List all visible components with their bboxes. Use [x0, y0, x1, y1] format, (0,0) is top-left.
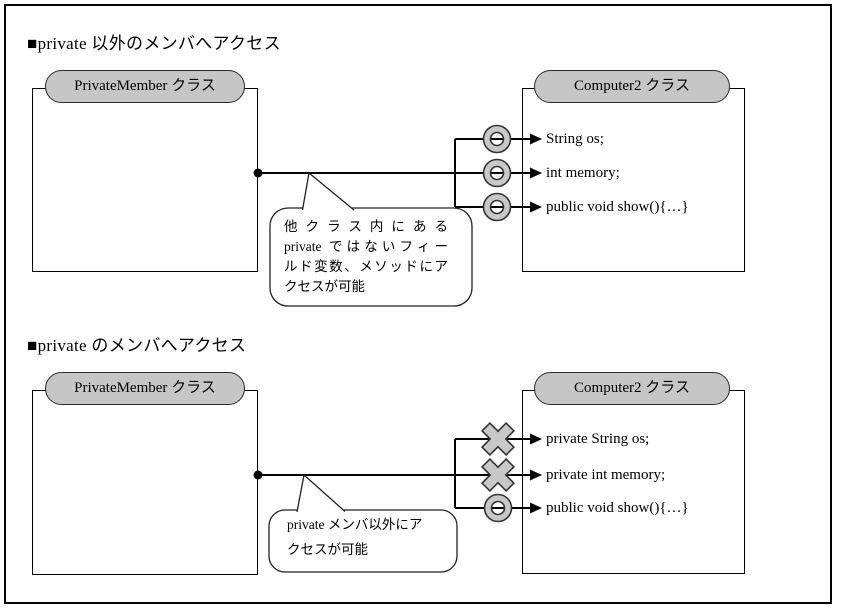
callout-line: ルド変数、メソッドにア	[284, 259, 448, 274]
section1-privatemember-class-box	[32, 88, 258, 272]
section1-member-string-os: String os;	[546, 131, 604, 147]
callout-line: private メンバ以外にア	[287, 517, 423, 532]
page-border	[4, 4, 832, 604]
section2-member-private-int-memory: private int memory;	[546, 467, 666, 483]
section2-privatemember-class-label: PrivateMember クラス	[45, 372, 245, 405]
callout-line: クセスが可能	[287, 542, 368, 557]
section1-member-int-memory: int memory;	[546, 165, 620, 181]
section1-title: ■private 以外のメンバへアクセス	[27, 34, 281, 53]
section1-computer2-class-label: Computer2 クラス	[534, 70, 730, 103]
section2-computer2-class-label: Computer2 クラス	[534, 372, 730, 405]
section2-computer2-class-box	[522, 390, 745, 574]
section1-privatemember-class-label: PrivateMember クラス	[45, 70, 245, 103]
section2-member-public-show: public void show(){…}	[546, 500, 689, 516]
callout-line: private ではないフィー	[284, 239, 448, 254]
section1-callout-text: 他クラス内にある private ではないフィー ルド変数、メソッドにア クセス…	[284, 217, 448, 297]
section2-title: ■private のメンバへアクセス	[27, 336, 247, 355]
section1-member-public-show: public void show(){…}	[546, 199, 689, 215]
callout-line: クセスが可能	[284, 279, 365, 294]
section2-callout-text: private メンバ以外にア クセスが可能	[287, 512, 443, 562]
section2-privatemember-class-box	[32, 390, 258, 575]
section1-computer2-class-box	[522, 88, 745, 272]
callout-line: 他クラス内にある	[284, 219, 448, 234]
section2-member-private-string-os: private String os;	[546, 431, 650, 447]
